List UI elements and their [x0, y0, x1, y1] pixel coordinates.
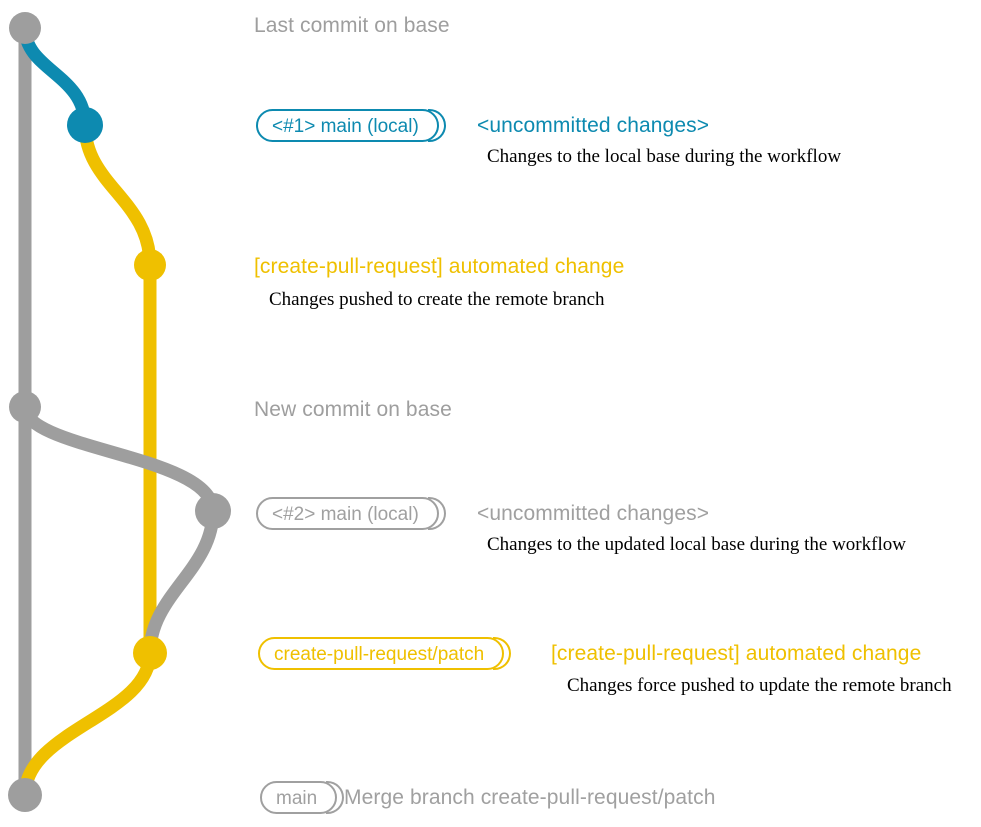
- commit-note-automated-change-1: Changes pushed to create the remote bran…: [269, 289, 605, 310]
- node-last-commit-on-base[interactable]: [9, 12, 41, 44]
- commit-subject-merge: Merge branch create-pull-request/patch: [344, 786, 716, 809]
- node-new-commit-on-base[interactable]: [9, 391, 41, 423]
- ref-label-main-local-2[interactable]: <#2> main (local): [256, 497, 446, 530]
- commit-note-uncommitted-2: Changes to the updated local base during…: [487, 534, 906, 555]
- node-local-uncommitted-1[interactable]: [67, 107, 103, 143]
- commit-subject-uncommitted-1: <uncommitted changes>: [477, 114, 710, 137]
- node-automated-change-1[interactable]: [134, 249, 166, 281]
- edge-local-2-to-patch-2: [143, 504, 220, 660]
- edge-local-1-to-patch-1: [78, 118, 157, 272]
- commit-note-automated-change-2: Changes force pushed to update the remot…: [567, 675, 952, 696]
- node-local-uncommitted-2[interactable]: [195, 493, 231, 529]
- node-automated-change-2[interactable]: [133, 636, 167, 670]
- ref-label-main-local-1[interactable]: <#1> main (local): [256, 109, 446, 142]
- heading-last-commit-on-base: Last commit on base: [254, 14, 450, 37]
- node-merge-commit-main[interactable]: [8, 778, 42, 812]
- edge-base-to-local-2: [18, 400, 220, 518]
- ref-label-create-pull-request-patch[interactable]: create-pull-request/patch: [258, 637, 512, 670]
- commit-subject-automated-change-2: [create-pull-request] automated change: [551, 642, 922, 665]
- edge-patch-2-to-merge: [18, 646, 157, 802]
- commit-note-uncommitted-1: Changes to the local base during the wor…: [487, 146, 842, 167]
- commit-subject-automated-change-1: [create-pull-request] automated change: [254, 255, 625, 278]
- heading-new-commit-on-base: New commit on base: [254, 398, 452, 421]
- ref-label-main[interactable]: main: [260, 781, 345, 814]
- commit-subject-uncommitted-2: <uncommitted changes>: [477, 502, 710, 525]
